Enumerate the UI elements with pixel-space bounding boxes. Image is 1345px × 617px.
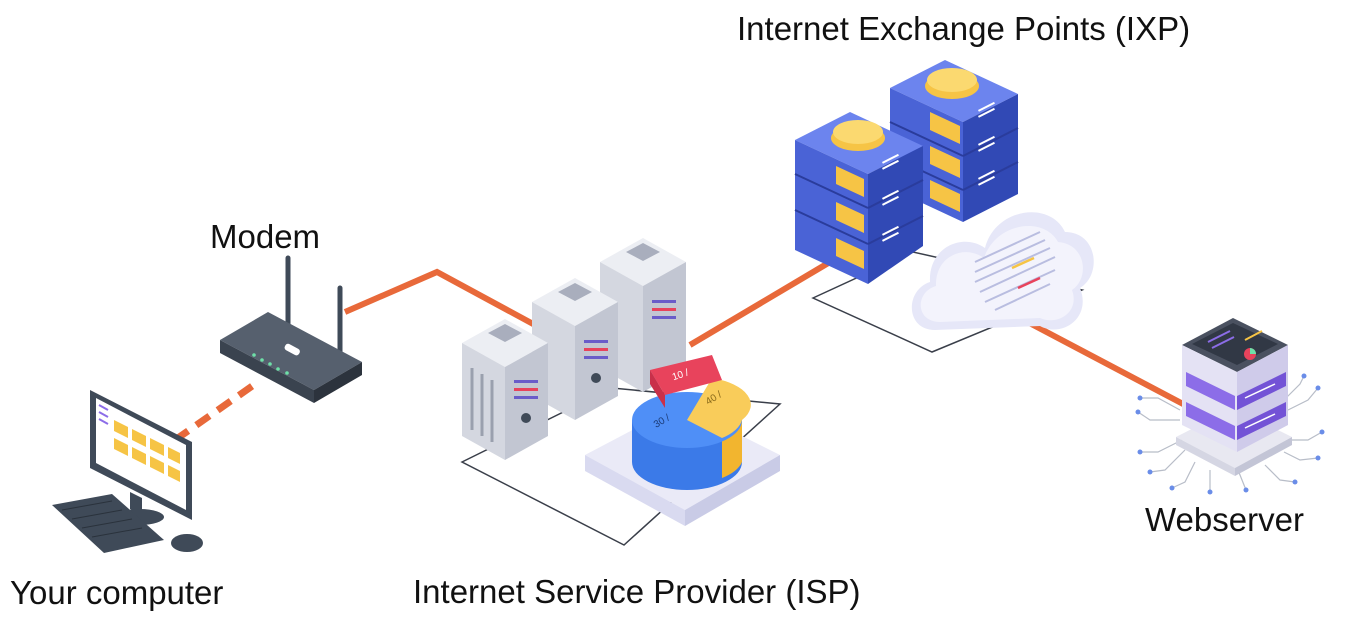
link-isp-ixp bbox=[688, 259, 832, 348]
modem-illustration bbox=[220, 255, 362, 403]
modem-leds bbox=[252, 353, 289, 375]
circuit-dots bbox=[1135, 373, 1325, 495]
modem-front bbox=[220, 340, 314, 403]
webserver-illustration bbox=[1135, 318, 1325, 495]
screen-sidebar-lines bbox=[98, 404, 109, 425]
ixp-server-stack-front bbox=[794, 112, 924, 284]
computer-label: Your computer bbox=[10, 574, 224, 611]
isp-rack-back bbox=[600, 238, 686, 392]
ixp-server-stack-back bbox=[889, 60, 1019, 222]
pie-slice-red-side bbox=[650, 370, 665, 408]
ixp-cloud bbox=[911, 212, 1094, 330]
isp-rack-front bbox=[462, 319, 548, 460]
modem-label: Modem bbox=[210, 218, 321, 255]
modem-side bbox=[314, 362, 362, 403]
isp-illustration: 10 / 40 / 30 / bbox=[462, 238, 780, 526]
pie-slice-yellow bbox=[687, 378, 751, 438]
modem-button bbox=[284, 343, 300, 356]
ixp-illustration bbox=[794, 60, 1094, 330]
isp-label: Internet Service Provider (ISP) bbox=[413, 573, 861, 610]
link-modem-isp bbox=[343, 268, 537, 328]
computer-illustration bbox=[52, 390, 203, 553]
mouse bbox=[171, 534, 203, 552]
webserver-label: Webserver bbox=[1145, 501, 1304, 538]
isp-pie-chart: 10 / 40 / 30 / bbox=[632, 355, 751, 490]
connection-lines bbox=[172, 259, 1187, 443]
ixp-label: Internet Exchange Points (IXP) bbox=[737, 10, 1191, 47]
screen-folders bbox=[114, 420, 180, 482]
keyboard-keys bbox=[61, 500, 143, 538]
link-computer-modem bbox=[172, 379, 261, 443]
link-ixp-webserver bbox=[1018, 315, 1187, 408]
pie-slice-red bbox=[650, 355, 722, 395]
pie-label-a: 10 / bbox=[671, 367, 690, 383]
